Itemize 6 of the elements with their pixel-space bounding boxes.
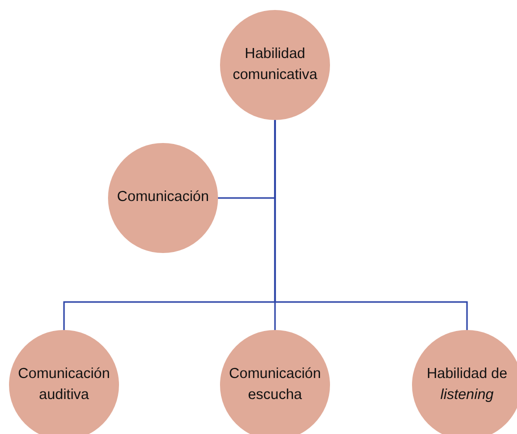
concept-label: Comunicación [117,188,209,208]
concept-label: Comunicación auditiva [17,364,111,405]
concept-label: Habilidad de listening [426,364,508,405]
connector-line [274,120,468,330]
concept-label: Habilidad comunicativa [232,44,318,85]
concept-label: Comunicación escucha [228,364,322,405]
